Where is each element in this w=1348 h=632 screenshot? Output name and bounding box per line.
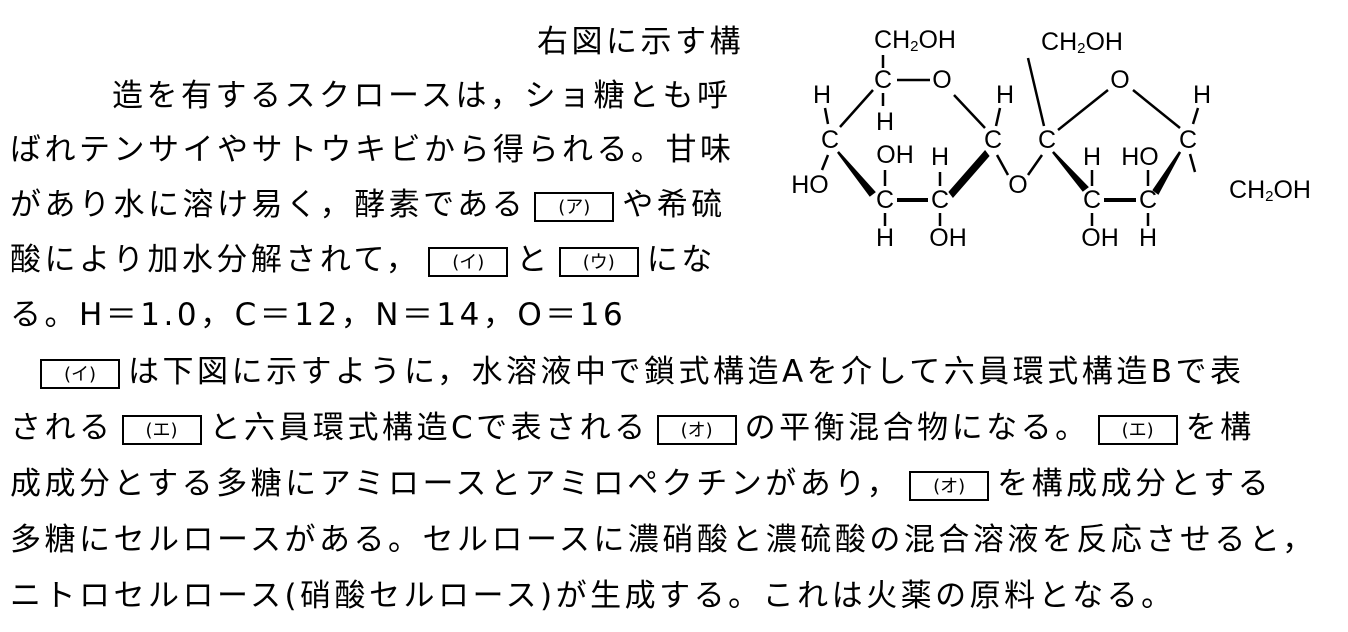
text: 酸により加水分解されて， xyxy=(10,242,421,278)
blank-o: (オ) xyxy=(909,470,990,501)
atom: OH xyxy=(929,224,967,252)
atom: HO xyxy=(791,171,829,199)
bonds xyxy=(820,55,1200,226)
atom-labels: CH2OH CH2OH CH2OH C O H H C HO OH C H H … xyxy=(791,26,1311,252)
atom: H xyxy=(1083,143,1101,171)
text: にな xyxy=(646,242,716,278)
atom: HO xyxy=(1121,143,1159,171)
text-line-5: 酸により加水分解されて，(イ)と(ウ)にな xyxy=(10,240,716,280)
text-line-1: 右図に示す構 xyxy=(537,22,744,62)
atom: O xyxy=(1008,171,1027,199)
text-line-2: 造を有するスクロースは，ショ糖とも呼 xyxy=(112,76,731,116)
text: る。H＝1.0，C＝12，N＝14，O＝16 xyxy=(10,297,627,333)
text: を構 xyxy=(1185,410,1255,446)
atom: C xyxy=(1038,126,1056,154)
text-line-9: 成成分とする多糖にアミロースとアミロペクチンがあり，(オ)を構成成分とする xyxy=(10,464,1272,504)
atom: O xyxy=(1110,66,1129,94)
atom: H xyxy=(813,81,831,109)
atom: H xyxy=(931,143,949,171)
atom: C xyxy=(1179,126,1197,154)
blank-i: (イ) xyxy=(428,246,509,277)
text: や希硫 xyxy=(622,187,726,223)
atom: C xyxy=(1083,186,1101,214)
blank-o: (オ) xyxy=(656,414,737,445)
blank-u: (ウ) xyxy=(558,246,639,277)
ch2oh-label: CH2OH xyxy=(1229,176,1311,205)
text: を構成成分とする xyxy=(997,466,1273,502)
ch2oh-label: CH2OH xyxy=(1041,28,1123,57)
blank-i: (イ) xyxy=(40,358,120,389)
text: 右図に示す構 xyxy=(537,24,744,60)
atom: C xyxy=(821,126,839,154)
atom: C xyxy=(876,186,894,214)
text: 造を有するスクロースは，ショ糖とも呼 xyxy=(112,78,732,114)
atom: H xyxy=(876,108,894,136)
atom: O xyxy=(932,66,951,94)
text: 多糖にセルロースがある。セルロースに濃硝酸と濃硫酸の混合溶液を反応させると， xyxy=(10,522,1317,558)
text-line-7: (イ) は下図に示すように，水溶液中で鎖式構造Aを介して六員環式構造Bで表 xyxy=(10,352,1245,392)
text-line-4: があり水に溶け易く，酵素である(ア)や希硫 xyxy=(10,185,726,225)
atom: H xyxy=(1139,224,1157,252)
text-line-6: る。H＝1.0，C＝12，N＝14，O＝16 xyxy=(10,295,626,335)
blank-a: (ア) xyxy=(534,191,615,222)
text: と六員環式構造Cで表される xyxy=(209,410,649,446)
text: があり水に溶け易く，酵素である xyxy=(10,187,527,223)
blank-e: (エ) xyxy=(1097,414,1178,445)
text-line-10: 多糖にセルロースがある。セルロースに濃硝酸と濃硫酸の混合溶液を反応させると， xyxy=(10,520,1317,560)
atom: C xyxy=(1139,186,1157,214)
atom: H xyxy=(1193,81,1211,109)
ch2oh-label: CH2OH xyxy=(874,26,956,55)
text: は下図に示すように，水溶液中で鎖式構造Aを介して六員環式構造Bで表 xyxy=(128,354,1245,390)
atom: OH xyxy=(1081,224,1119,252)
text-line-8: される(エ)と六員環式構造Cで表される(オ)の平衡混合物になる。(エ)を構 xyxy=(10,408,1255,448)
text-line-11: ニトロセルロース(硝酸セルロース)が生成する。これは火薬の原料となる。 xyxy=(10,576,1176,616)
atom: C xyxy=(874,66,892,94)
atom: C xyxy=(984,126,1002,154)
atom: OH xyxy=(876,141,914,169)
text: ニトロセルロース(硝酸セルロース)が生成する。これは火薬の原料となる。 xyxy=(10,578,1176,614)
text: される xyxy=(10,410,114,446)
blank-e: (エ) xyxy=(121,414,202,445)
text: ばれテンサイやサトウキビから得られる。甘味 xyxy=(10,132,735,168)
text: の平衡混合物になる。 xyxy=(744,410,1090,446)
atom: C xyxy=(931,186,949,214)
text-line-3: ばれテンサイやサトウキビから得られる。甘味 xyxy=(10,130,735,170)
atom: H xyxy=(996,81,1014,109)
text: 成成分とする多糖にアミロースとアミロペクチンがあり， xyxy=(10,466,902,502)
atom: H xyxy=(876,224,894,252)
text: と xyxy=(516,242,551,278)
